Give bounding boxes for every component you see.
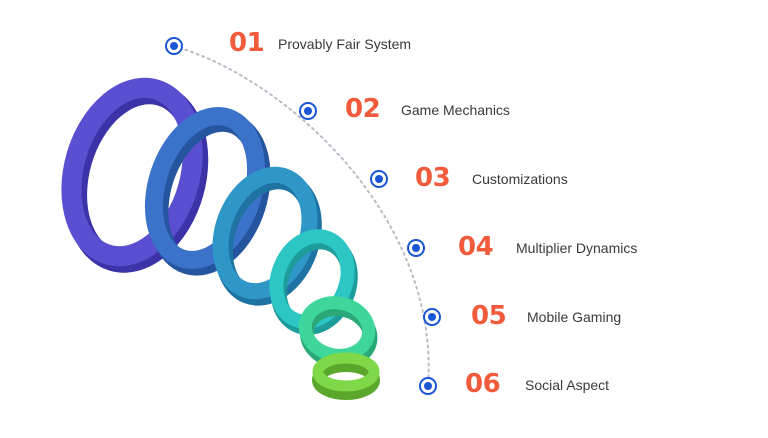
step-marker-3 [370,170,388,188]
ring-6 [312,352,380,400]
dotted-connector [173,45,430,387]
ring-1 [61,77,209,273]
step-marker-1 [165,37,183,55]
step-marker-4 [407,239,425,257]
step-marker-6 [419,377,437,395]
step-marker-2 [299,102,317,120]
ring-4 [269,229,358,335]
step-marker-5 [423,308,441,326]
